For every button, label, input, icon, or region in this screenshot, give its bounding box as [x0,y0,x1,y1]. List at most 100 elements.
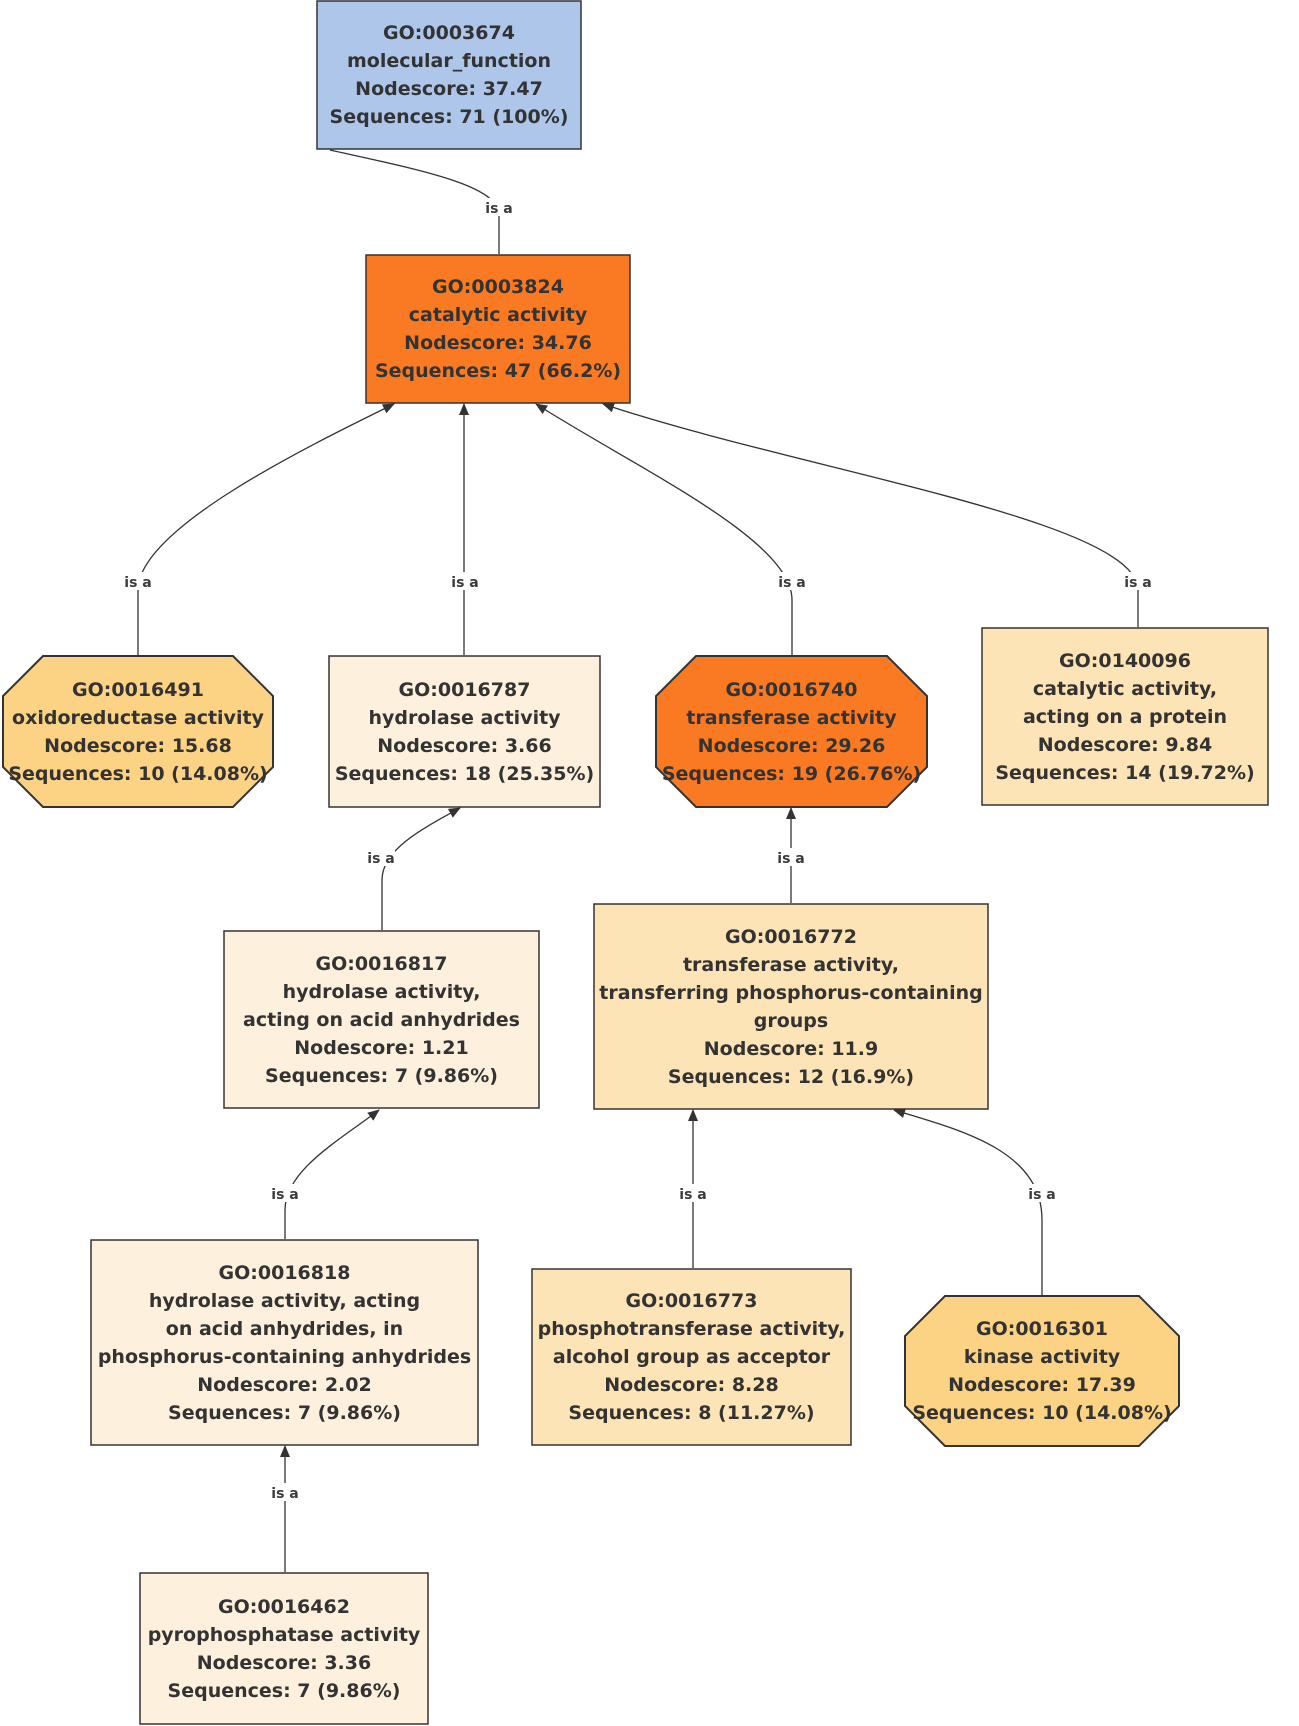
node-line: Sequences: 19 (26.76%) [661,762,922,785]
node-go-id: GO:0016462 [218,1595,350,1618]
node-line: molecular_function [347,50,551,72]
edge-label: is a [679,1187,706,1203]
node-line: Nodescore: 9.84 [1037,733,1213,756]
box-shape [981,627,1269,806]
node-go-id: GO:0016787 [398,678,531,701]
edge-label-bg [271,1184,299,1202]
edge-label: is a [778,575,805,591]
box-shape [328,655,601,808]
octagon-shape [655,655,928,808]
node-go-id: GO:0016772 [725,925,857,948]
node-line: Sequences: 8 (11.27%) [568,1402,815,1424]
edge-label: is a [271,1486,298,1502]
node-text: GO:0016772 transferase activity, transferr… [599,923,982,1091]
node-line: transferring phosphorus-containing [599,981,983,1004]
node-line: Nodescore: 29.26 [697,734,886,757]
node-line: Nodescore: 3.36 [196,1651,372,1674]
node-line: Nodescore: 3.66 [377,734,552,757]
node-go-id: GO:0016773 [625,1290,758,1312]
edge-label-bg [778,572,806,590]
edge-label-bg [777,848,805,866]
node-line: on acid anhydrides, in [165,1317,404,1340]
node-line: oxidoreductase activity [12,706,264,729]
edge-label-bg [124,572,152,590]
node-line: Sequences: 10 (14.08%) [8,762,268,785]
edge-label: is a [1028,1187,1055,1203]
edge-n3824-to-n3674 [329,149,500,254]
edge-label: is a [271,1187,298,1203]
edge-n140096-to-n3824 [602,402,1139,627]
edge-label-bg [679,1184,707,1202]
node-line: transferase activity [686,706,897,729]
node-line: Nodescore: 11.9 [703,1037,879,1060]
edge-n16491-to-n3824 [137,403,395,655]
box-shape [531,1268,852,1446]
edge-label-bg [485,198,513,216]
box-shape [223,930,540,1109]
node-line: Sequences: 14 (19.72%) [995,761,1255,784]
node-line: phosphorus-containing anhydrides [97,1345,472,1368]
box-shape [139,1572,429,1725]
node-go-id: GO:0003824 [432,276,564,298]
edge-label: is a [451,575,478,591]
node-go-id: GO:0016740 [725,678,858,701]
edge-label: is a [485,201,512,217]
edge-n16818-to-n16817 [284,1109,380,1239]
node-go-id: GO:0016817 [315,952,448,975]
node-line: Nodescore: 17.39 [948,1374,1136,1396]
edge-label-bg [1028,1184,1056,1202]
node-go-id: GO:0140096 [1059,649,1191,672]
node-text: GO:0140096 catalytic activity, acting on a… [995,647,1254,787]
edge-label: is a [367,851,394,867]
octagon-shape [904,1295,1180,1447]
edge-label: is a [777,851,804,867]
node-line: Nodescore: 37.47 [355,78,543,100]
node-go-id: GO:0016301 [976,1318,1108,1340]
node-go-0016817[interactable]: GO:0016817 hydrolase activity, acting on a… [223,930,540,1109]
edge-label-bg [451,572,479,590]
node-line: pyrophosphatase activity [147,1623,421,1646]
node-line: hydrolase activity, [282,980,481,1003]
node-go-0016818[interactable]: GO:0016818 hydrolase activity, acting on a… [90,1239,479,1446]
node-line: Sequences: 71 (100%) [329,106,569,128]
node-line: catalytic activity, [1032,677,1218,700]
edge-n16817-to-n16787 [381,807,461,930]
node-text: GO:0016818 hydrolase activity, acting on a… [98,1259,471,1427]
node-line: acting on a protein [1022,705,1228,728]
box-shape [90,1239,479,1446]
node-line: transferase activity, [682,953,900,976]
node-line: Nodescore: 15.68 [44,734,232,757]
node-line: acting on acid anhydrides [243,1008,520,1031]
node-go-id: GO:0016818 [218,1261,351,1284]
edge-label: is a [1124,575,1151,591]
box-shape [365,254,631,404]
node-line: hydrolase activity, acting [148,1289,421,1312]
node-line: Sequences: 7 (9.86%) [167,1679,401,1702]
node-go-0016772[interactable]: GO:0016772 transferase activity, transferr… [593,903,989,1110]
edge-n16301-to-n16772 [893,1108,1043,1295]
node-line: phosphotransferase activity, [537,1318,846,1340]
node-go-0140096[interactable]: GO:0140096 catalytic activity, acting on a… [981,627,1269,806]
node-line: Nodescore: 34.76 [404,332,592,354]
edge-n16740-to-n3824 [535,403,793,655]
node-line: kinase activity [963,1346,1121,1368]
edge-label-bg [1124,572,1152,590]
octagon-shape [2,655,274,808]
node-line: Sequences: 7 (9.86%) [168,1401,401,1424]
